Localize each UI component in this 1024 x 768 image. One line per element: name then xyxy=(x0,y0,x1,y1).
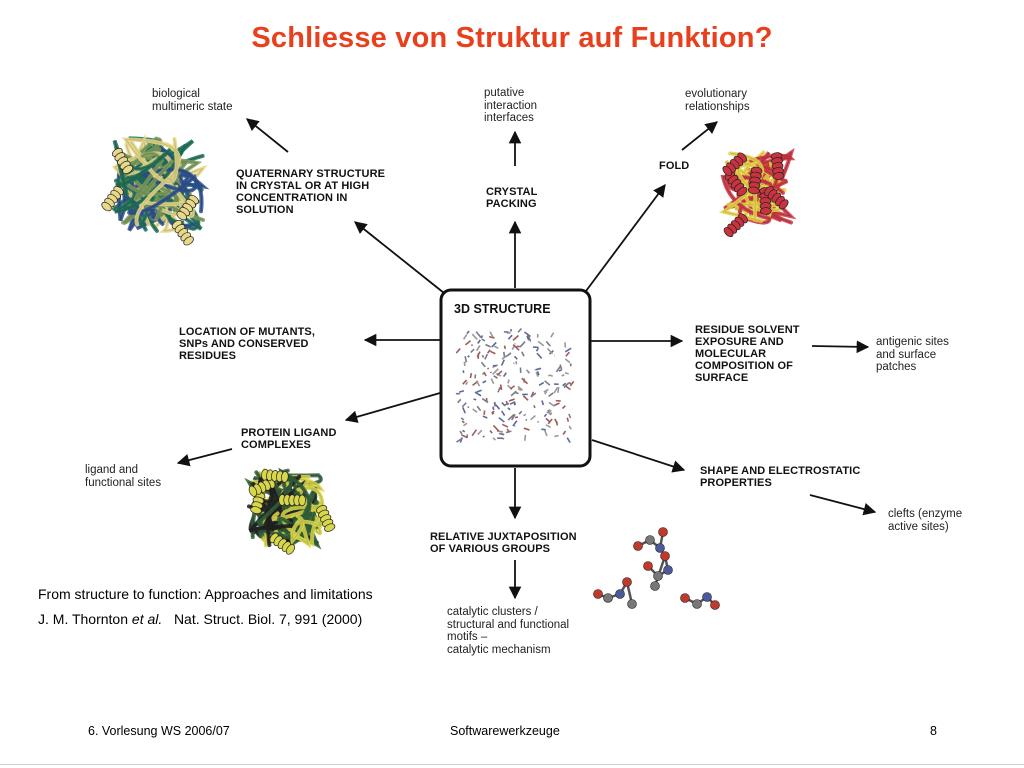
footer-course: Softwarewerkzeuge xyxy=(450,724,560,738)
reference-title: From structure to function: Approaches a… xyxy=(38,586,373,602)
reference-authors: J. M. Thornton xyxy=(38,611,129,627)
arrow-to-multimeric xyxy=(246,118,289,153)
outcome-catalytic: catalytic clusters /structural and funct… xyxy=(447,606,570,656)
caption-fold: FOLD xyxy=(659,160,690,172)
slide-title: Schliesse von Struktur auf Funktion? xyxy=(251,22,773,54)
arrow-to-quaternary xyxy=(354,221,445,294)
quaternary-protein-image xyxy=(101,133,210,246)
center-label: 3D STRUCTURE xyxy=(454,302,551,316)
fold-protein-image xyxy=(718,147,797,238)
arrow-to-ligand-sites xyxy=(176,448,233,467)
caption-mutants: LOCATION OF MUTANTS,SNPs AND CONSERVED R… xyxy=(179,326,316,362)
ligand-protein-image xyxy=(244,467,336,555)
arrow-to-fold xyxy=(585,183,666,292)
arrow-to-antigenic xyxy=(811,340,870,354)
reference-etal: et al. xyxy=(131,611,163,627)
reference-citation: J. M. Thornton et al. Nat. Struct. Biol.… xyxy=(38,611,362,627)
footer-divider xyxy=(0,764,1024,765)
footer-lecture: 6. Vorlesung WS 2006/07 xyxy=(88,724,230,738)
arrow-to-shape xyxy=(591,439,686,473)
arrow-to-evolutionary xyxy=(681,121,718,151)
arrow-to-ligand xyxy=(344,392,441,423)
footer-page-number: 8 xyxy=(930,724,937,738)
reference-journal: Nat. Struct. Biol. 7, 991 (2000) xyxy=(173,611,363,627)
catalytic-cluster-image xyxy=(593,527,720,610)
arrow-to-clefts xyxy=(809,494,877,516)
center-structure-image xyxy=(455,328,575,444)
